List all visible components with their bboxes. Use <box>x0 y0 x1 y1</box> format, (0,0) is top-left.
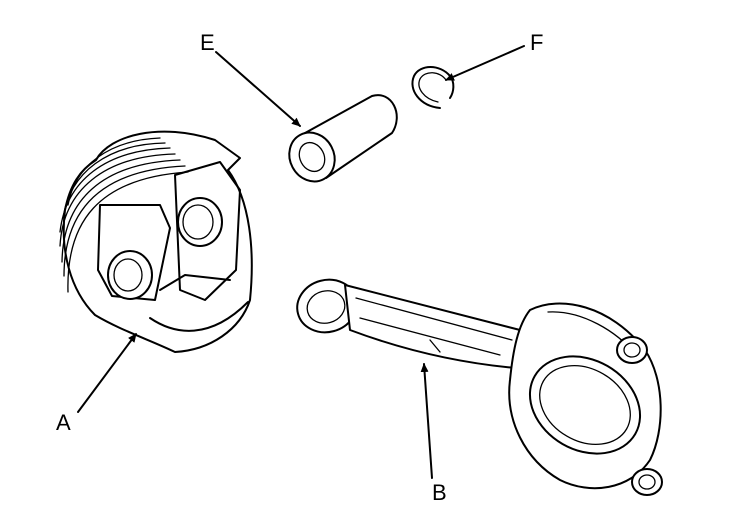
callout-snap-ring: F <box>530 30 543 55</box>
leader-line-piston <box>77 333 137 413</box>
callout-piston: A <box>56 410 71 435</box>
piston <box>59 130 253 353</box>
snap-ring <box>411 66 455 109</box>
connecting-rod <box>296 278 663 496</box>
callout-piston-pin: E <box>200 30 215 55</box>
piston-pin <box>288 94 398 183</box>
callout-connecting-rod: B <box>432 480 447 505</box>
leader-line-connecting-rod <box>420 363 433 479</box>
leader-line-snap-ring <box>445 45 525 81</box>
leader-line-piston-pin <box>215 51 301 127</box>
